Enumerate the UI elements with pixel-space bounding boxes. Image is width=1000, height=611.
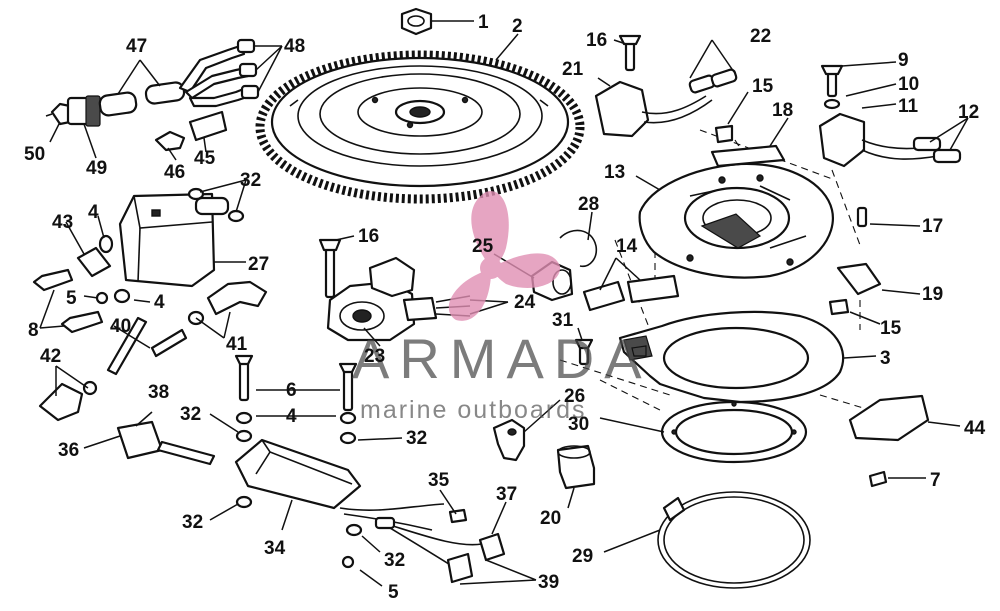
support-plate	[618, 310, 845, 404]
callout-50: 50	[24, 144, 45, 165]
cover-44	[848, 394, 930, 442]
callout-5-bottom: 5	[388, 582, 399, 603]
callout-11: 11	[898, 96, 919, 117]
wire-clips	[154, 110, 228, 152]
callout-45: 45	[194, 148, 216, 169]
callout-4-mid: 4	[154, 292, 165, 313]
callout-28: 28	[578, 194, 599, 215]
callout-2: 2	[512, 16, 523, 37]
callout-32-left: 32	[180, 404, 201, 425]
callout-5-top: 5	[66, 288, 77, 309]
callout-30: 30	[568, 414, 589, 435]
callout-35: 35	[428, 470, 450, 491]
pad-19	[836, 262, 882, 296]
callout-47: 47	[126, 36, 147, 57]
callout-34: 34	[264, 538, 286, 559]
callout-46: 46	[164, 162, 185, 183]
rectifier-26	[492, 418, 526, 462]
callout-23: 23	[364, 346, 385, 367]
brand-watermark: ARMADA marine outboards	[352, 191, 652, 424]
spark-boot-left	[38, 380, 98, 422]
callout-14: 14	[616, 236, 638, 257]
callout-44: 44	[964, 418, 986, 439]
callout-8: 8	[28, 320, 39, 341]
callout-49: 49	[86, 158, 107, 179]
coil-washers-and-screws	[32, 187, 245, 334]
leader-lines	[39, 20, 969, 587]
screw-6	[234, 354, 358, 412]
callout-7: 7	[930, 470, 941, 491]
callout-20: 20	[540, 508, 561, 529]
callout-24: 24	[514, 292, 536, 313]
callout-13: 13	[604, 162, 625, 183]
callout-26: 26	[564, 386, 585, 407]
callout-16-mid: 16	[358, 226, 379, 247]
connectors-39	[446, 508, 506, 584]
screw-31	[574, 338, 594, 366]
leads-22	[688, 68, 738, 94]
timer-base-assembly	[318, 238, 471, 342]
terminal-38	[116, 420, 216, 466]
callout-36: 36	[58, 440, 79, 461]
screws-15-17	[714, 124, 868, 316]
callout-42: 42	[40, 346, 61, 367]
callout-41: 41	[226, 334, 248, 355]
callout-37: 37	[496, 484, 517, 505]
retainer-ring-30	[660, 400, 808, 464]
charge-coil-11	[818, 64, 962, 168]
spark-plug	[45, 95, 101, 127]
callout-32-right: 32	[406, 428, 427, 449]
callout-15-bottom: 15	[880, 318, 902, 339]
sensor-21	[594, 34, 713, 138]
spark-plug-boots	[98, 81, 186, 117]
flywheel-nut	[400, 7, 433, 36]
callout-39: 39	[538, 572, 559, 593]
bracket-18	[710, 144, 786, 168]
callout-4-low: 4	[286, 406, 297, 427]
callout-21: 21	[562, 59, 584, 80]
callout-40: 40	[110, 316, 131, 337]
callout-10: 10	[898, 74, 919, 95]
callout-15-top: 15	[752, 76, 774, 97]
callout-17: 17	[922, 216, 943, 237]
screw-7	[868, 470, 888, 488]
callout-3: 3	[880, 348, 891, 369]
washers-lower	[235, 411, 363, 569]
bushing-20	[556, 444, 596, 490]
watermark-brand: ARMADA	[352, 327, 652, 390]
power-pack	[234, 438, 483, 567]
callout-4-top: 4	[88, 202, 99, 223]
flywheel	[255, 50, 585, 204]
callout-29: 29	[572, 546, 593, 567]
callout-32-bottom: 32	[384, 550, 405, 571]
callout-32-low: 32	[182, 512, 203, 533]
callout-12: 12	[958, 102, 979, 123]
callout-38: 38	[148, 382, 169, 403]
callout-32-top: 32	[240, 170, 261, 191]
watermark-tagline: marine outboards	[360, 396, 587, 424]
callout-31: 31	[552, 310, 574, 331]
callout-9: 9	[898, 50, 909, 71]
callout-48: 48	[284, 36, 305, 57]
hose-pieces	[582, 274, 680, 312]
retainer-wire	[559, 229, 598, 268]
callout-43: 43	[52, 212, 73, 233]
clamp-band-29	[657, 491, 811, 589]
callout-27: 27	[248, 254, 269, 275]
callout-18: 18	[772, 100, 793, 121]
callout-22: 22	[750, 26, 771, 47]
callout-1: 1	[478, 12, 489, 33]
propeller-logo-icon	[448, 191, 561, 321]
ignition-leads	[178, 38, 260, 108]
callout-6: 6	[286, 380, 297, 401]
callout-19: 19	[922, 284, 943, 305]
armature-plate	[638, 162, 834, 279]
ignition-coil	[76, 192, 230, 288]
callout-16-top: 16	[586, 30, 607, 51]
callout-labels: 1 2 16 22 21 9 10 15 11 18 12 13 28 17 1…	[24, 12, 986, 603]
high-tension-leads	[106, 280, 268, 376]
callout-25: 25	[472, 236, 494, 257]
